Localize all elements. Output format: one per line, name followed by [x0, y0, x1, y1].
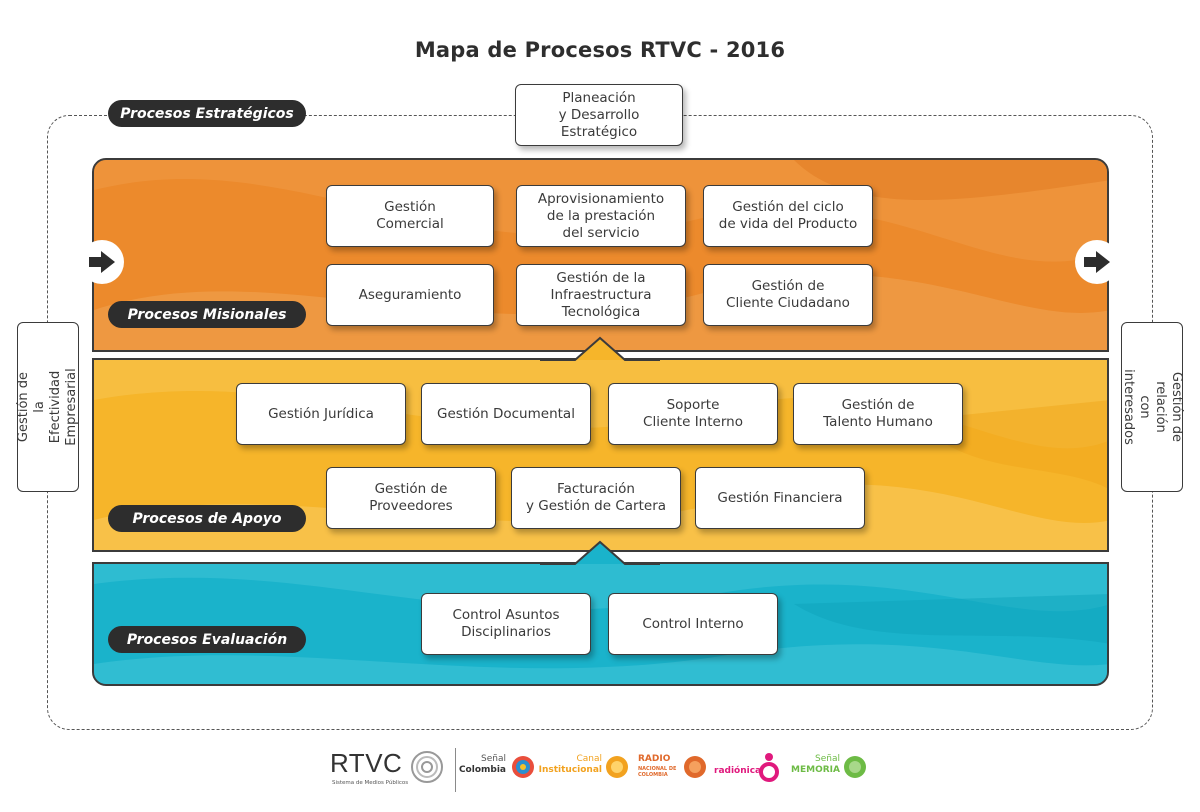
brand-radionica: radiónica: [714, 752, 780, 786]
rtvc-logo-sub: Sistema de Medios Públicos: [332, 780, 409, 786]
evaluacion-texture: [94, 564, 1107, 684]
institucional-logo-icon: [606, 756, 628, 778]
brand-top: Canal: [576, 754, 602, 764]
brand-bottom: Institucional: [538, 765, 602, 775]
brand-senal-colombia: Señal Colombia: [459, 752, 536, 786]
brand-canal-institucional: Canal Institucional: [539, 752, 630, 786]
left-side-box[interactable]: Gestión de la Efectividad Empresarial: [16, 322, 79, 492]
right-side-box[interactable]: Gestión de relación con interesados: [1121, 322, 1184, 492]
process-box-gestion-comercial[interactable]: Gestión Comercial: [326, 185, 494, 247]
process-box-aprovisionamiento[interactable]: Aprovisionamiento de la prestación del s…: [516, 185, 686, 247]
planning-box[interactable]: Planeación y Desarrollo Estratégico: [515, 84, 683, 146]
arrow-up-icon: [540, 540, 660, 565]
brand-top: Señal: [481, 754, 506, 764]
brand-bottom: NACIONAL DE COLOMBIA: [638, 766, 677, 778]
rtvc-swirl-icon: [411, 751, 443, 783]
process-box-financiera[interactable]: Gestión Financiera: [695, 467, 865, 529]
process-box-infraestructura[interactable]: Gestión de la Infraestructura Tecnológic…: [516, 264, 686, 326]
memoria-logo-icon: [844, 756, 866, 778]
brand-top: Señal: [815, 754, 840, 764]
process-box-control-disciplinarios[interactable]: Control Asuntos Disciplinarios: [421, 593, 591, 655]
rtvc-logo-text: RTVC: [330, 748, 403, 778]
strategic-processes-label: Procesos Estratégicos: [108, 100, 306, 127]
process-box-talento-humano[interactable]: Gestión de Talento Humano: [793, 383, 963, 445]
evaluacion-label: Procesos Evaluación: [108, 626, 306, 653]
process-box-documental[interactable]: Gestión Documental: [421, 383, 591, 445]
evaluacion-band: [92, 562, 1109, 686]
misionales-label: Procesos Misionales: [108, 301, 306, 328]
arrow-up-icon: [540, 336, 660, 361]
process-box-juridica[interactable]: Gestión Jurídica: [236, 383, 406, 445]
apoyo-label: Procesos de Apoyo: [108, 505, 306, 532]
page-title: Mapa de Procesos RTVC - 2016: [414, 38, 786, 62]
radionica-logo-icon: [759, 753, 779, 782]
arrow-right-icon: [89, 251, 115, 273]
footer-divider: [455, 748, 457, 792]
process-box-aseguramiento[interactable]: Aseguramiento: [326, 264, 494, 326]
rtvc-logo: RTVC Sistema de Medios Públicos: [330, 748, 446, 792]
process-box-facturacion[interactable]: Facturación y Gestión de Cartera: [511, 467, 681, 529]
brand-bottom: MEMORIA: [791, 765, 840, 775]
brand-top: RADIO: [638, 754, 671, 764]
process-box-proveedores[interactable]: Gestión de Proveedores: [326, 467, 496, 529]
process-box-control-interno[interactable]: Control Interno: [608, 593, 778, 655]
brand-senal-memoria: Señal MEMORIA: [786, 752, 868, 786]
colombia-logo-icon: [512, 756, 534, 778]
output-arrow: [1075, 240, 1119, 284]
process-box-ciclo-vida-producto[interactable]: Gestión del ciclo de vida del Producto: [703, 185, 873, 247]
right-side-text: Gestión de relación con interesados: [1121, 369, 1184, 445]
radio-nacional-logo-icon: [684, 756, 706, 778]
process-box-soporte-cliente-interno[interactable]: Soporte Cliente Interno: [608, 383, 778, 445]
left-side-text: Gestión de la Efectividad Empresarial: [16, 368, 79, 446]
brand-radio-nacional: RADIO NACIONAL DE COLOMBIA: [638, 752, 708, 786]
process-box-cliente-ciudadano[interactable]: Gestión de Cliente Ciudadano: [703, 264, 873, 326]
brand-bottom: radiónica: [714, 766, 762, 776]
brand-bottom: Colombia: [458, 765, 506, 775]
arrow-right-icon: [1084, 251, 1110, 273]
input-arrow: [80, 240, 124, 284]
